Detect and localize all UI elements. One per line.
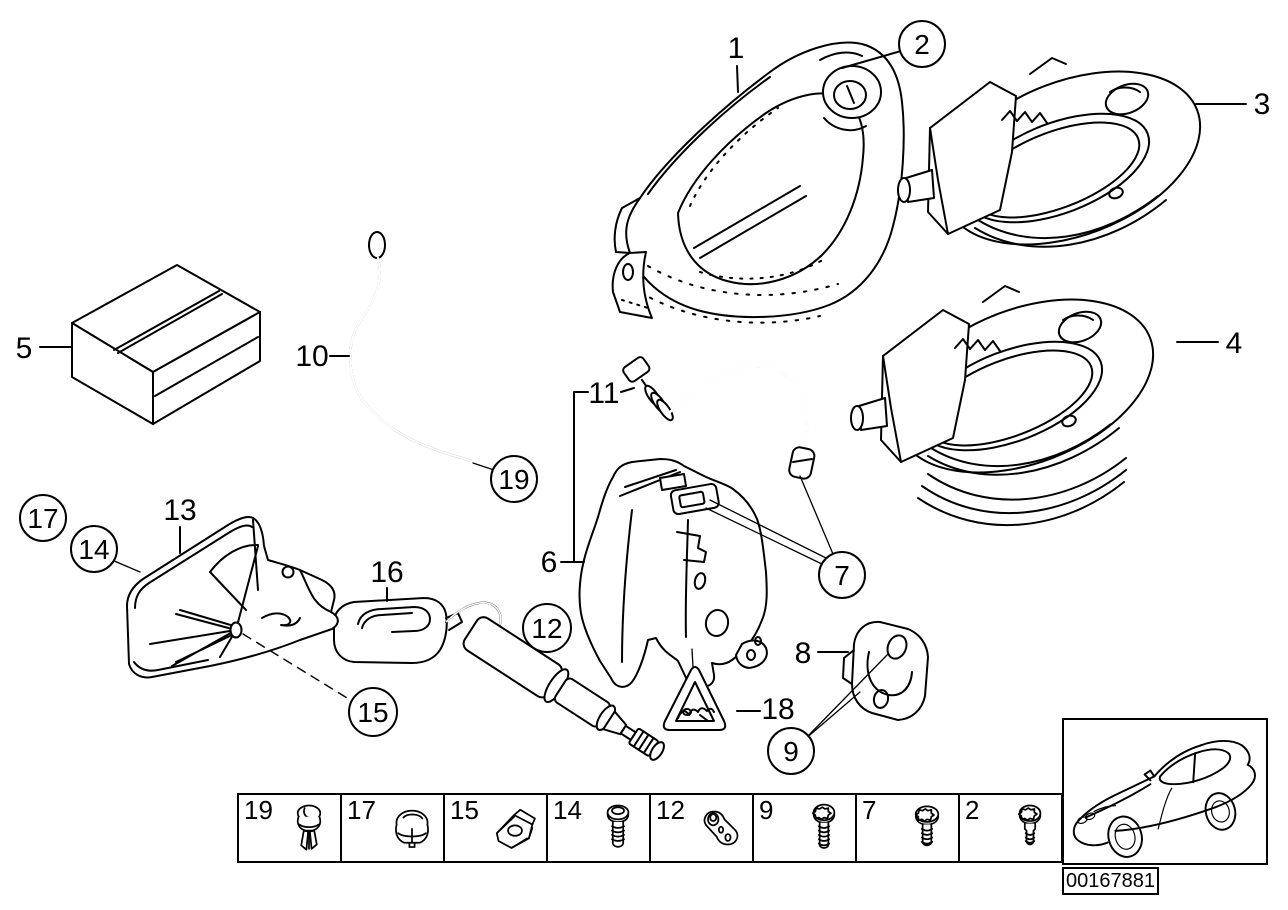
- callout-circle-2[interactable]: 2: [898, 20, 946, 68]
- legend-cell-number: 17: [347, 795, 376, 825]
- callout-18[interactable]: 18: [761, 693, 794, 726]
- callout-label[interactable]: 16: [370, 556, 403, 589]
- legend-cell-17[interactable]: 17: [342, 795, 445, 861]
- vehicle-thumbnail-icon: [1072, 739, 1256, 858]
- callout-label[interactable]: 11: [588, 377, 619, 410]
- handle-carrier-drawing: [611, 41, 905, 324]
- callout-circle-15[interactable]: 15: [348, 687, 398, 737]
- grommet-plug-icon: [395, 809, 429, 848]
- callout-circle-12[interactable]: 12: [522, 603, 572, 653]
- cable-cover-drawing: [333, 597, 463, 664]
- expanding-rivet-icon: [296, 804, 322, 851]
- callout-label[interactable]: 4: [1226, 327, 1243, 360]
- lock-actuator-drawing: [445, 601, 665, 761]
- callout-8[interactable]: 8: [795, 637, 812, 670]
- legend-cell-7[interactable]: 7: [857, 795, 960, 861]
- door-lock-rod-drawing: [349, 231, 473, 463]
- legend-cell-number: 15: [450, 795, 479, 825]
- outer-handle-front-drawing: [897, 37, 1226, 279]
- callout-label[interactable]: 9: [783, 736, 799, 767]
- legend-cell-number: 2: [965, 795, 980, 825]
- legend-cell-19[interactable]: 19: [239, 795, 342, 861]
- callout-circle-19[interactable]: 19: [490, 455, 538, 503]
- callout-11[interactable]: 11: [588, 377, 619, 410]
- callout-label[interactable]: 18: [761, 693, 794, 726]
- callout-label[interactable]: 3: [1254, 88, 1271, 121]
- pinch-hazard-warning-icon: [662, 666, 727, 731]
- repair-kit-box-drawing: [71, 264, 261, 425]
- callout-label[interactable]: 13: [163, 494, 196, 527]
- torx-screw-short-icon: [1017, 804, 1042, 846]
- callout-circle-17[interactable]: 17: [19, 494, 67, 542]
- callout-13[interactable]: 13: [163, 494, 196, 527]
- vehicle-thumbnail-box: [1062, 718, 1268, 865]
- callout-label[interactable]: 1: [728, 32, 745, 65]
- lock-connector-drawing: [669, 482, 720, 516]
- bowden-cable-drawing: [622, 356, 816, 480]
- door-lock-drawing: [578, 458, 768, 688]
- callout-label[interactable]: 8: [795, 637, 812, 670]
- callout-1[interactable]: 1: [728, 32, 745, 65]
- cable-end-lever-icon: [703, 810, 739, 846]
- callout-circle-7[interactable]: 7: [818, 551, 866, 599]
- callout-label[interactable]: 10: [295, 340, 328, 373]
- fastener-legend-strip: 19 17 15 14: [237, 793, 1063, 863]
- image-id-box: 00167881: [1062, 867, 1159, 895]
- leader-lines: [39, 50, 1247, 741]
- callout-label[interactable]: 7: [834, 560, 850, 591]
- callout-label[interactable]: 19: [498, 464, 529, 495]
- legend-cell-number: 14: [553, 795, 582, 825]
- legend-cell-14[interactable]: 14: [548, 795, 651, 861]
- lock-cylinder-drawing: [819, 51, 882, 132]
- callout-4[interactable]: 4: [1226, 327, 1243, 360]
- torx-screw-long-icon: [811, 803, 836, 849]
- callout-label[interactable]: 17: [27, 503, 58, 534]
- legend-cell-number: 19: [244, 795, 273, 825]
- legend-cell-12[interactable]: 12: [651, 795, 754, 861]
- callout-label[interactable]: 6: [541, 546, 558, 579]
- outer-handle-rear-drawing: [850, 265, 1179, 527]
- callout-circle-9[interactable]: 9: [767, 727, 815, 775]
- callout-circle-14[interactable]: 14: [70, 525, 118, 573]
- callout-5[interactable]: 5: [16, 332, 33, 365]
- legend-cell-number: 12: [656, 795, 685, 825]
- callout-16[interactable]: 16: [370, 556, 403, 589]
- callout-label[interactable]: 2: [914, 29, 930, 60]
- legend-cell-number: 9: [759, 795, 774, 825]
- legend-cell-9[interactable]: 9: [754, 795, 857, 861]
- legend-cell-2[interactable]: 2: [960, 795, 1061, 861]
- callout-label[interactable]: 12: [531, 613, 562, 644]
- callout-6[interactable]: 6: [541, 546, 558, 579]
- image-id: 00167881: [1066, 869, 1155, 892]
- callout-label[interactable]: 14: [78, 534, 109, 565]
- sound-deadener-drawing: [126, 515, 339, 679]
- callout-label[interactable]: 5: [16, 332, 33, 365]
- callout-10[interactable]: 10: [295, 340, 328, 373]
- callout-3[interactable]: 3: [1254, 88, 1271, 121]
- door-striker-drawing: [842, 620, 929, 721]
- legend-cell-15[interactable]: 15: [445, 795, 548, 861]
- legend-cell-number: 7: [862, 795, 877, 825]
- torx-screw-medium-icon: [914, 805, 940, 847]
- speed-nut-clip-icon: [495, 808, 536, 849]
- fillister-screw-icon: [606, 804, 630, 848]
- callout-label[interactable]: 15: [357, 697, 388, 728]
